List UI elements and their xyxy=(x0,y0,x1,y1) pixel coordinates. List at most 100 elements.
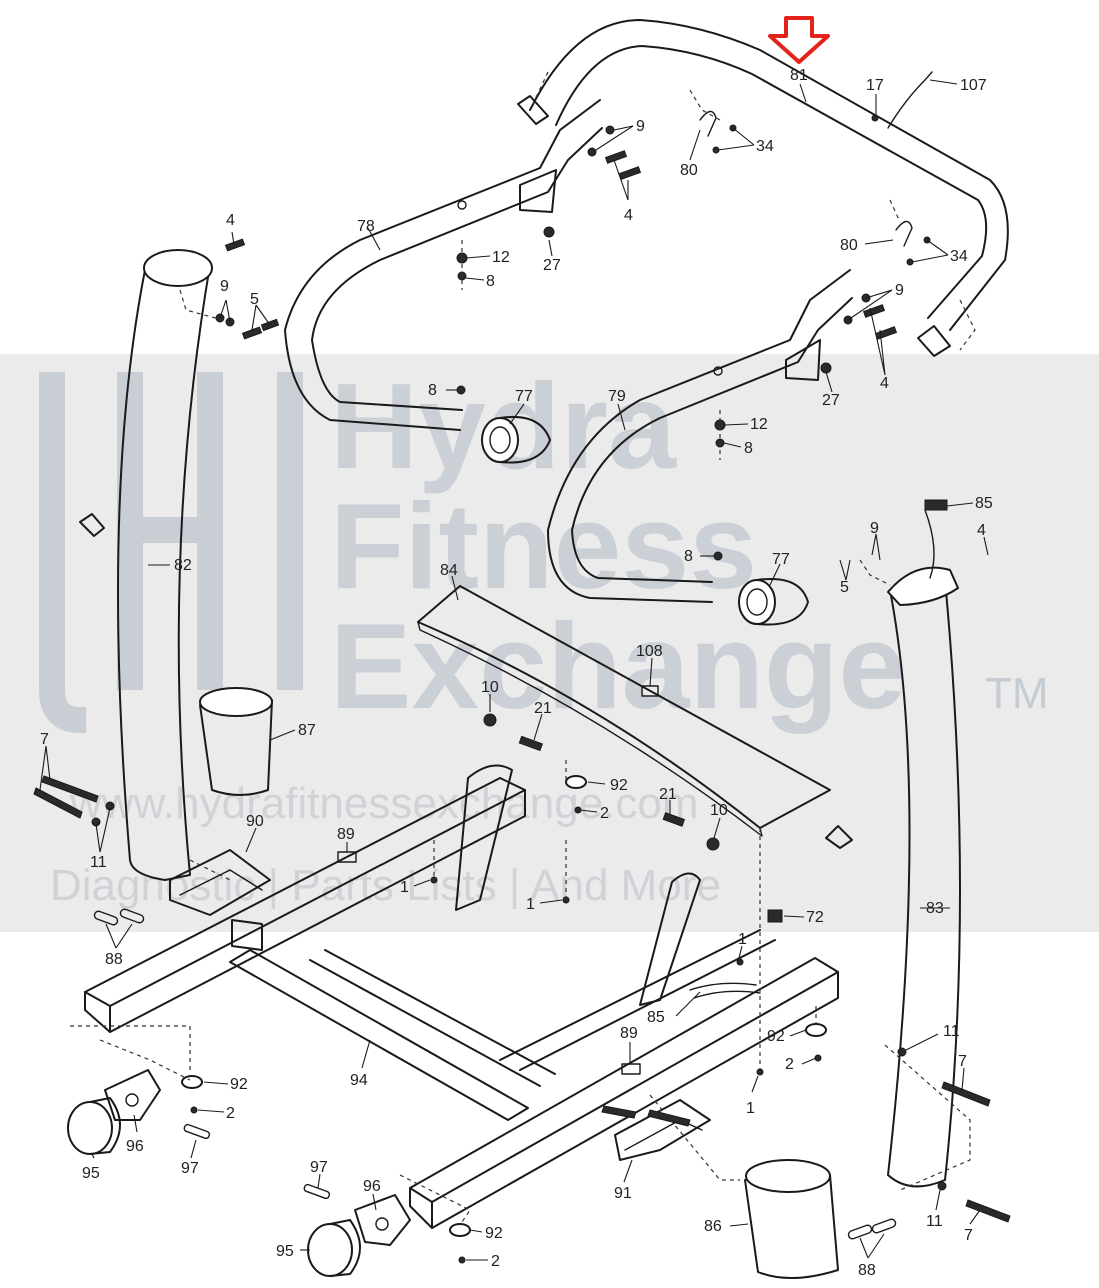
label-27: 27 xyxy=(543,257,561,274)
label-8: 8 xyxy=(486,273,495,290)
label-12: 12 xyxy=(750,416,768,433)
label-11: 11 xyxy=(943,1023,960,1040)
label-2: 2 xyxy=(491,1253,500,1270)
label-85: 85 xyxy=(975,495,993,512)
label-8: 8 xyxy=(684,548,693,565)
label-83: 83 xyxy=(926,900,944,917)
label-4: 4 xyxy=(226,212,235,229)
label-34: 34 xyxy=(950,248,968,265)
part-87-shroud xyxy=(199,687,273,796)
label-77: 77 xyxy=(772,551,790,568)
label-91: 91 xyxy=(614,1185,632,1202)
part-86-shroud xyxy=(744,1159,839,1279)
part-79-arm xyxy=(547,269,853,603)
label-96: 96 xyxy=(363,1178,381,1195)
watermark-tagline: Diagnostic | Parts Lists | And More xyxy=(50,861,721,910)
part-84-hood xyxy=(417,585,831,837)
label-10: 10 xyxy=(481,679,499,696)
label-4: 4 xyxy=(624,207,633,224)
label-97: 97 xyxy=(310,1159,328,1176)
part-95-wheel-right xyxy=(307,1219,361,1277)
label-7: 7 xyxy=(40,731,49,748)
label-97: 97 xyxy=(181,1160,199,1177)
part-96-bracket-right xyxy=(354,1194,411,1246)
label-79: 79 xyxy=(608,388,626,405)
part-82-upright-left xyxy=(79,249,213,881)
label-86: 86 xyxy=(704,1218,722,1235)
label-81: 81 xyxy=(790,67,808,84)
label-10: 10 xyxy=(710,802,728,819)
watermark-logo xyxy=(39,372,303,733)
label-80: 80 xyxy=(680,162,698,179)
part-77-endcap-lower xyxy=(738,578,809,626)
label-89: 89 xyxy=(337,826,355,843)
label-4: 4 xyxy=(977,522,986,539)
label-72: 72 xyxy=(806,909,824,926)
label-94: 94 xyxy=(350,1072,368,1089)
label-88: 88 xyxy=(858,1262,876,1279)
label-84: 84 xyxy=(440,562,458,579)
part-83-upright-right xyxy=(825,566,961,1188)
label-92: 92 xyxy=(767,1028,785,1045)
label-11: 11 xyxy=(90,854,107,871)
label-34: 34 xyxy=(756,138,774,155)
part-77-endcap-upper xyxy=(481,416,551,464)
label-1: 1 xyxy=(400,879,409,896)
leader-lines xyxy=(39,79,989,1261)
part-81-crossbar xyxy=(517,19,1009,357)
label-12: 12 xyxy=(492,249,510,266)
watermark-line2: Fitness xyxy=(330,478,757,614)
label-95: 95 xyxy=(276,1243,294,1260)
label-92: 92 xyxy=(610,777,628,794)
label-2: 2 xyxy=(226,1105,235,1122)
label-7: 7 xyxy=(964,1227,973,1244)
label-21: 21 xyxy=(659,786,677,803)
part-94-frame xyxy=(84,764,839,1229)
label-1: 1 xyxy=(746,1100,755,1117)
highlight-arrow-icon xyxy=(768,16,830,64)
label-77: 77 xyxy=(515,388,533,405)
part-96-bracket-left xyxy=(104,1069,161,1121)
label-9: 9 xyxy=(870,520,879,537)
part-78-arm xyxy=(284,99,603,431)
label-9: 9 xyxy=(636,118,645,135)
label-95: 95 xyxy=(82,1165,100,1182)
part-95-wheel-left xyxy=(67,1097,121,1155)
label-1: 1 xyxy=(738,931,747,948)
label-1: 1 xyxy=(526,896,535,913)
label-9: 9 xyxy=(220,278,229,295)
watermark-line3: Exchange xyxy=(330,598,906,734)
label-27: 27 xyxy=(822,392,840,409)
label-5: 5 xyxy=(840,579,849,596)
label-21: 21 xyxy=(534,700,552,717)
label-85: 85 xyxy=(647,1009,665,1026)
label-78: 78 xyxy=(357,218,375,235)
label-92: 92 xyxy=(485,1225,503,1242)
label-80: 80 xyxy=(840,237,858,254)
assembly-dashes xyxy=(70,71,976,1226)
label-96: 96 xyxy=(126,1138,144,1155)
label-17: 17 xyxy=(866,77,884,94)
label-108: 108 xyxy=(636,643,663,660)
watermark: Hydra Fitness Exchange TM www.hydrafitne… xyxy=(0,354,1099,932)
label-2: 2 xyxy=(600,805,609,822)
label-5: 5 xyxy=(250,291,259,308)
label-9: 9 xyxy=(895,282,904,299)
label-2: 2 xyxy=(785,1056,794,1073)
label-90: 90 xyxy=(246,813,264,830)
label-8: 8 xyxy=(744,440,753,457)
label-87: 87 xyxy=(298,722,316,739)
label-89: 89 xyxy=(620,1025,638,1042)
watermark-trademark: TM xyxy=(985,669,1049,718)
label-92: 92 xyxy=(230,1076,248,1093)
label-7: 7 xyxy=(958,1053,967,1070)
label-82: 82 xyxy=(174,557,192,574)
part-90-bracket xyxy=(169,849,271,916)
label-11: 11 xyxy=(926,1213,943,1230)
label-4: 4 xyxy=(880,375,889,392)
watermark-url: www.hydrafitnessexchange.com xyxy=(69,779,699,828)
part-labels: 81 17 107 9 34 80 4 78 12 8 27 80 34 4 9… xyxy=(40,67,993,1279)
label-8: 8 xyxy=(428,382,437,399)
label-107: 107 xyxy=(960,77,987,94)
